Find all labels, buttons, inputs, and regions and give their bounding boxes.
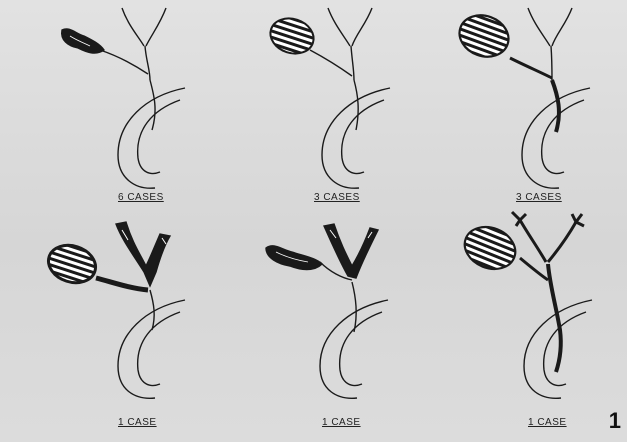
panel-4-drawing	[44, 222, 185, 398]
panel-2-duodenum	[322, 88, 390, 188]
panel-5-common-duct	[352, 282, 356, 332]
panel-4-common-duct	[150, 290, 154, 330]
panel-1-cystic-duct	[100, 50, 148, 74]
panel-5-gallbladder	[266, 246, 322, 270]
panel-2-hepatic-ducts	[328, 8, 372, 80]
panel-6-drawing	[458, 212, 592, 398]
panel-3-cystic-duct	[510, 58, 552, 78]
panel-3-common-duct	[552, 80, 559, 132]
panel-6-gallbladder	[458, 220, 521, 277]
panel-3-duodenum	[522, 88, 590, 188]
panel-1-caption: 6 CASES	[118, 192, 164, 203]
panel-1-duodenum	[118, 88, 185, 188]
panel-4-duodenum	[118, 300, 185, 398]
panel-4-caption: 1 CASE	[118, 417, 157, 428]
panel-5-drawing	[266, 224, 388, 398]
panel-2-drawing	[266, 8, 390, 188]
panel-5-caption: 1 CASE	[322, 417, 361, 428]
panel-1-hepatic-ducts	[122, 8, 166, 80]
panel-4-gallbladder	[44, 239, 101, 288]
panel-1-gallbladder	[62, 29, 104, 53]
panel-4-hepatic-ducts	[116, 222, 170, 286]
panel-2-caption: 3 CASES	[314, 192, 360, 203]
panel-2-cystic-duct	[310, 50, 352, 76]
panel-6-cystic-duct	[520, 258, 548, 280]
figure-number: 1	[609, 408, 621, 434]
panel-4-cystic-duct	[96, 278, 148, 290]
panel-2-common-duct	[354, 80, 358, 130]
panel-5-duodenum	[320, 300, 388, 398]
panel-6-hepatic-ducts	[512, 212, 584, 262]
panel-3-gallbladder	[454, 9, 515, 64]
panel-1-drawing	[62, 8, 185, 188]
panel-2-gallbladder	[266, 13, 318, 59]
panel-6-caption: 1 CASE	[528, 417, 567, 428]
panel-1-common-duct	[150, 80, 155, 130]
panel-3-drawing	[454, 8, 590, 188]
panel-3-caption: 3 CASES	[516, 192, 562, 203]
